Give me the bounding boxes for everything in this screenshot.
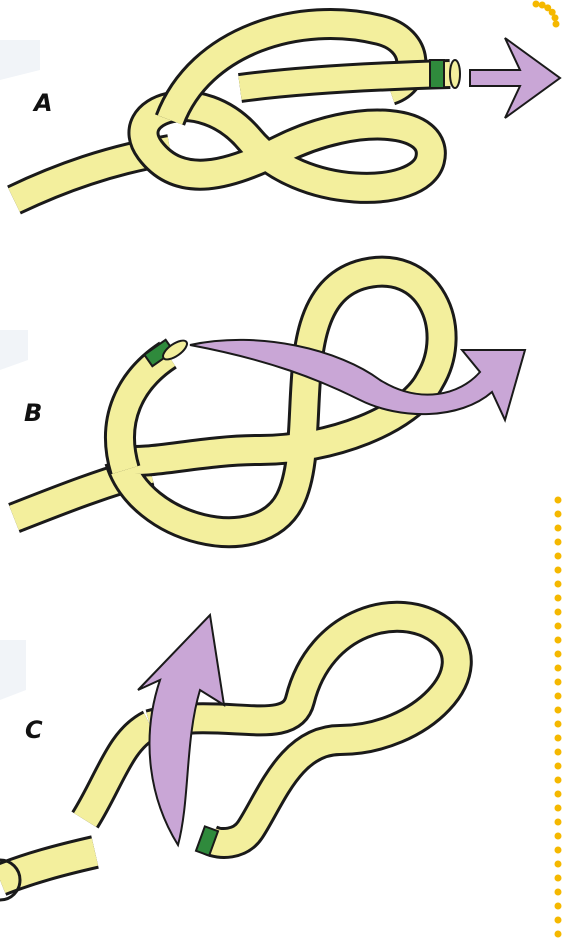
frame-dot bbox=[544, 4, 552, 12]
rope bbox=[238, 62, 451, 100]
rope-end bbox=[162, 339, 188, 361]
frame-dot bbox=[554, 636, 562, 644]
rope-whipping bbox=[194, 825, 220, 857]
frame-dot bbox=[554, 860, 562, 868]
frame-dot bbox=[548, 8, 556, 16]
background-shadow bbox=[0, 40, 40, 80]
rope bbox=[130, 93, 444, 201]
frame-dot bbox=[554, 496, 562, 504]
frame-dot bbox=[554, 916, 562, 924]
frame-dot bbox=[554, 734, 562, 742]
frame-dot bbox=[554, 776, 562, 784]
frame-dot bbox=[552, 20, 560, 28]
frame-dot bbox=[554, 510, 562, 518]
step-b-knot bbox=[8, 255, 527, 549]
frame-dot bbox=[554, 748, 562, 756]
background-shadow bbox=[0, 640, 26, 700]
frame-dot bbox=[554, 706, 562, 714]
step-a-label: A bbox=[34, 89, 53, 117]
frame-dot bbox=[554, 678, 562, 686]
frame-dot bbox=[554, 566, 562, 574]
step-c-label: C bbox=[25, 716, 43, 744]
frame-dot bbox=[551, 14, 559, 22]
step-a-knot bbox=[7, 8, 562, 215]
frame-dot bbox=[554, 692, 562, 700]
background-shadow bbox=[0, 330, 28, 370]
frame-dot bbox=[554, 902, 562, 910]
frame-dot bbox=[554, 552, 562, 560]
rope bbox=[73, 713, 157, 827]
rope-end bbox=[0, 858, 22, 902]
frame-dot bbox=[554, 608, 562, 616]
frame-dot bbox=[554, 650, 562, 658]
frame-dot bbox=[554, 720, 562, 728]
frame-dot bbox=[554, 804, 562, 812]
frame-dot bbox=[554, 930, 562, 938]
step-c-knot bbox=[0, 600, 473, 902]
frame-dot bbox=[538, 1, 546, 9]
frame-dot bbox=[554, 818, 562, 826]
rope bbox=[0, 838, 99, 894]
frame-dot bbox=[554, 538, 562, 546]
rope bbox=[107, 258, 455, 546]
frame-dot bbox=[554, 664, 562, 672]
rope-whipping bbox=[429, 59, 445, 89]
step-b-label: B bbox=[24, 399, 43, 427]
direction-arrow-through bbox=[189, 338, 527, 423]
frame-dot bbox=[554, 622, 562, 630]
dotted-frame-border bbox=[532, 0, 562, 938]
direction-arrow-up bbox=[137, 612, 226, 848]
frame-dot bbox=[554, 888, 562, 896]
frame-dot bbox=[554, 846, 562, 854]
frame-dot bbox=[532, 0, 540, 8]
rope-end bbox=[449, 59, 461, 89]
rope bbox=[146, 603, 470, 856]
frame-dot bbox=[554, 762, 562, 770]
frame-dot bbox=[554, 790, 562, 798]
direction-arrow-right bbox=[469, 37, 562, 119]
frame-dot bbox=[554, 832, 562, 840]
frame-dot bbox=[554, 594, 562, 602]
frame-dot bbox=[554, 874, 562, 882]
frame-dot bbox=[554, 524, 562, 532]
frame-dot bbox=[554, 580, 562, 588]
